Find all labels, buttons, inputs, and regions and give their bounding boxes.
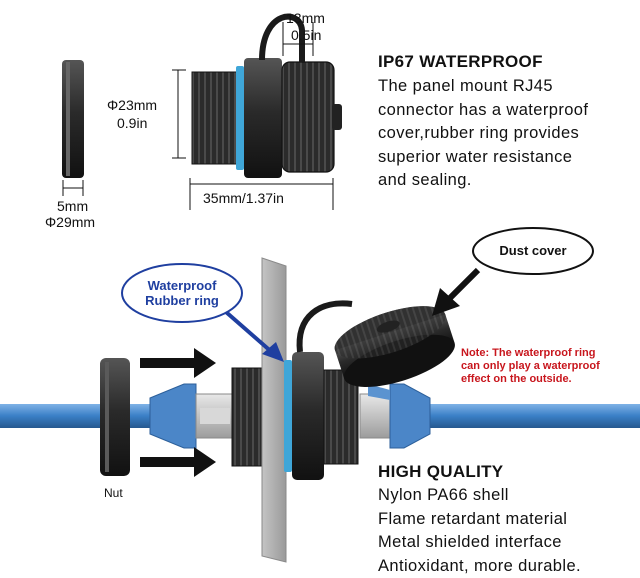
dust-cover-arrow [432, 270, 478, 316]
waterproof-line: superior water resistance [378, 146, 588, 170]
dust-cover-label: Dust cover [473, 243, 593, 258]
insert-arrow-top [140, 348, 216, 378]
quality-line: Antioxidant, more durable. [378, 555, 581, 578]
insert-arrow-bottom [140, 447, 216, 477]
mounting-panel [262, 258, 286, 562]
quality-line: Nylon PA66 shell [378, 484, 581, 508]
quality-title: HIGH QUALITY [378, 462, 503, 482]
nut-thickness-label: 5mm [57, 198, 88, 214]
nut-side-view [62, 60, 84, 178]
cap-depth-mm-label: 13mm [286, 10, 325, 26]
nut-label: Nut [104, 487, 123, 501]
nut-diameter-label: Φ29mm [45, 214, 95, 230]
quality-line: Flame retardant material [378, 508, 581, 532]
rubber-ring-assembly [284, 360, 292, 472]
quality-description: Nylon PA66 shell Flame retardant materia… [378, 484, 581, 578]
rj45-plug-left [150, 384, 236, 448]
quality-line: Metal shielded interface [378, 531, 581, 555]
waterproof-description: The panel mount RJ45 connector has a wat… [378, 75, 588, 193]
rubber-ring-label: Waterproof Rubber ring [122, 278, 242, 308]
waterproof-line: The panel mount RJ45 [378, 75, 588, 99]
nut-thickness-dimension [63, 180, 83, 196]
connector-flange [292, 352, 324, 480]
note-line: can only play a waterproof [461, 360, 600, 373]
rj45-plug-right [360, 384, 430, 448]
waterproof-note: Note: The waterproof ring can only play … [461, 347, 600, 386]
waterproof-title: IP67 WATERPROOF [378, 52, 543, 72]
waterproof-line: cover,rubber ring provides [378, 122, 588, 146]
rubber-ring-label-line: Waterproof [122, 278, 242, 293]
body-diameter-mm-label: Φ23mm [107, 97, 157, 113]
cable-right [420, 404, 640, 428]
note-line: Note: The waterproof ring [461, 347, 600, 360]
total-length-label: 35mm/1.37in [203, 190, 284, 206]
cable-left [0, 404, 170, 428]
nut-assembly [100, 358, 130, 476]
waterproof-line: connector has a waterproof [378, 99, 588, 123]
connector-body-assembly [232, 368, 266, 466]
body-diameter-in-label: 0.9in [117, 115, 147, 131]
rubber-ring-label-line: Rubber ring [122, 293, 242, 308]
cap-depth-in-label: 0.5in [291, 27, 321, 43]
note-line: effect on the outside. [461, 373, 600, 386]
waterproof-line: and sealing. [378, 169, 588, 193]
body-diameter-dimension [172, 70, 186, 158]
